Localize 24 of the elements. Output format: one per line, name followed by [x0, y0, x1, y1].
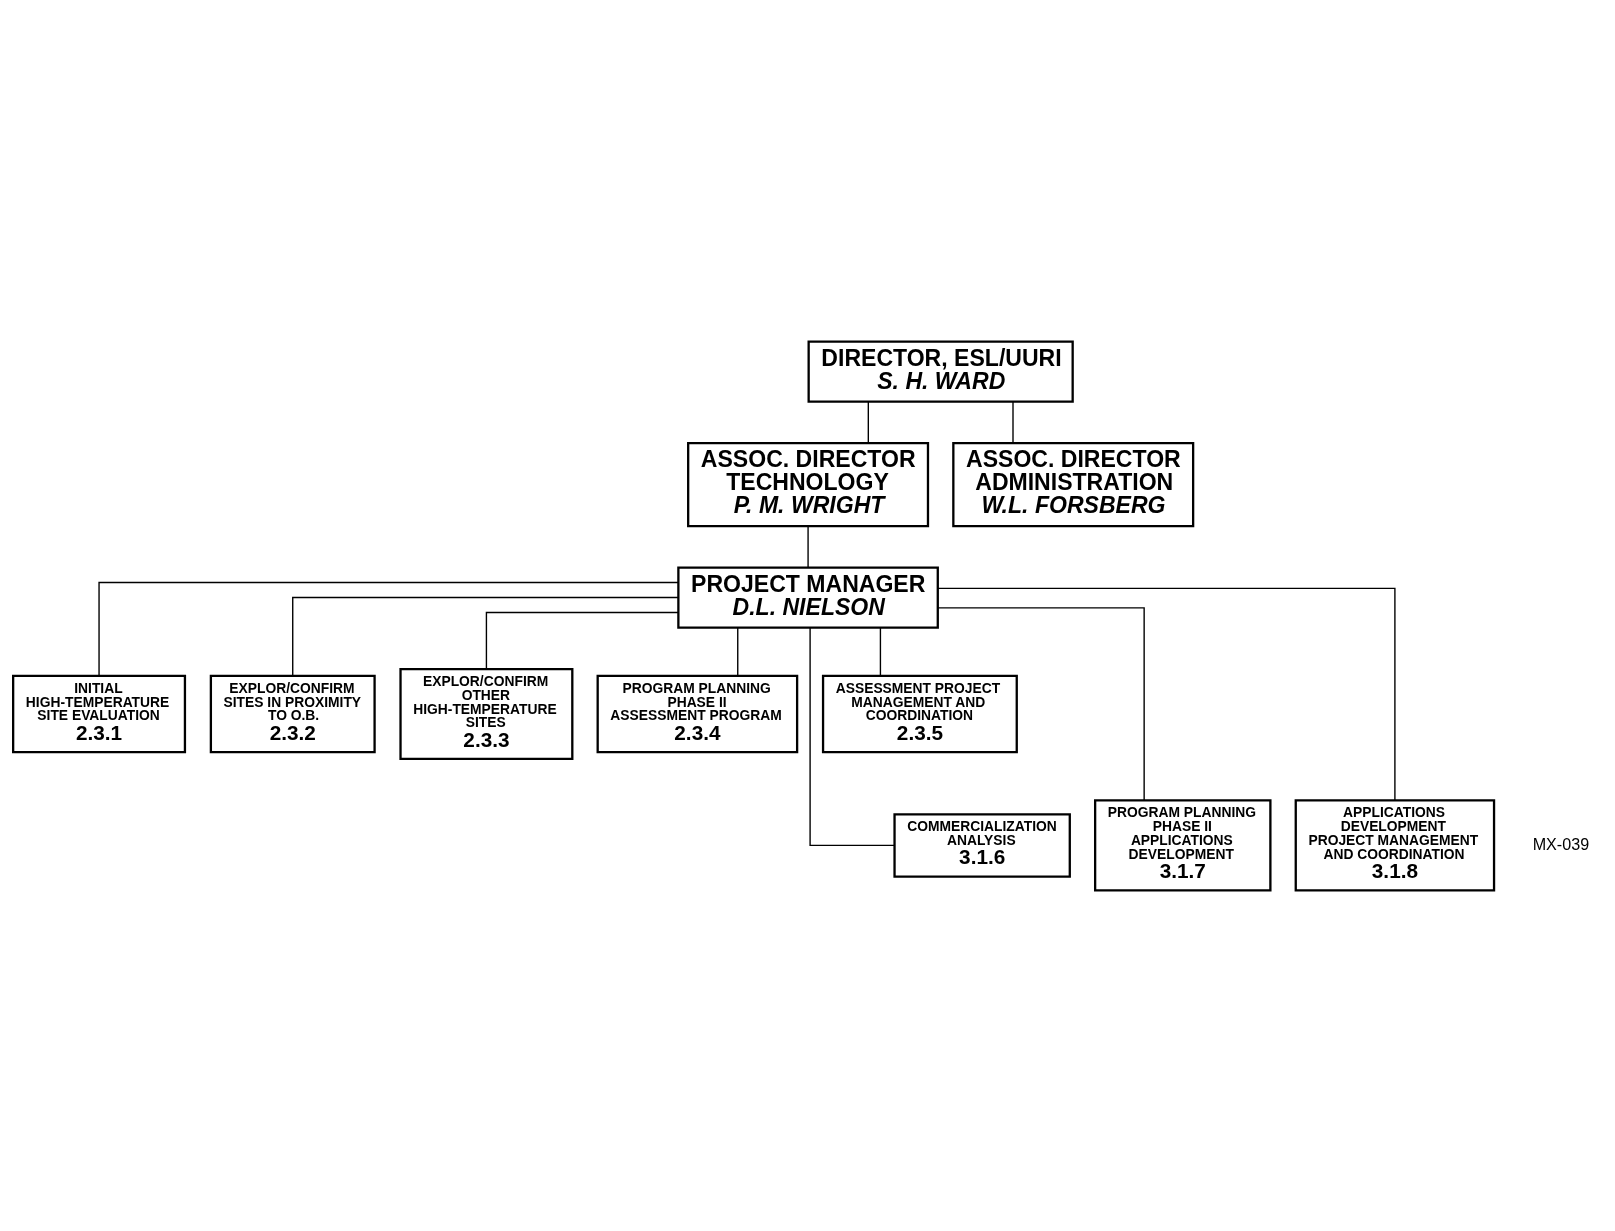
- connector: [485, 611, 679, 670]
- node-box: EXPLOR/CONFIRM OTHER HIGH-TEMPERATURE SITES 2.3.3: [399, 667, 574, 760]
- node-box: DIRECTOR, ESL/UURI S. H. WARD: [807, 339, 1074, 403]
- connector: [809, 626, 895, 846]
- node-box: INITIAL HIGH-TEMPERATURE SITE EVALUATION 2.3.1: [12, 674, 187, 753]
- node-box: APPLICATIONS DEVELOPMENT PROJECT MANAGEMENT AND COORDINATION 3.1.8: [1294, 798, 1496, 892]
- connector: [879, 626, 882, 676]
- connector: [867, 400, 869, 444]
- connector: [807, 525, 809, 568]
- connector: [292, 596, 680, 677]
- connector: [937, 606, 1145, 801]
- node-box: ASSOC. DIRECTOR ADMINISTRATION W.L. FORSBERG: [952, 441, 1195, 527]
- connector: [98, 581, 679, 676]
- label: MX-039: [1532, 834, 1590, 853]
- node-box: PROGRAM PLANNING PHASE II ASSESSMENT PROGRAM 2.3.4: [596, 674, 799, 753]
- node-box: PROGRAM PLANNING PHASE II APPLICATIONS DEVELOPMENT 3.1.7: [1094, 798, 1272, 892]
- node-box: EXPLOR/CONFIRM SITES IN PROXIMITY TO O.B. 2.3.2: [209, 674, 376, 753]
- node-box: ASSESSMENT PROJECT MANAGEMENT AND COORDINATION 2.3.5: [821, 674, 1018, 753]
- node-box: PROJECT MANAGER D.L. NIELSON: [677, 565, 939, 629]
- node-box: COMMERCIALIZATION ANALYSIS 3.1.6: [893, 812, 1071, 878]
- connector: [1012, 400, 1014, 444]
- connector: [937, 587, 1396, 801]
- connector: [737, 626, 739, 676]
- node-box: ASSOC. DIRECTOR TECHNOLOGY P. M. WRIGHT: [687, 441, 930, 527]
